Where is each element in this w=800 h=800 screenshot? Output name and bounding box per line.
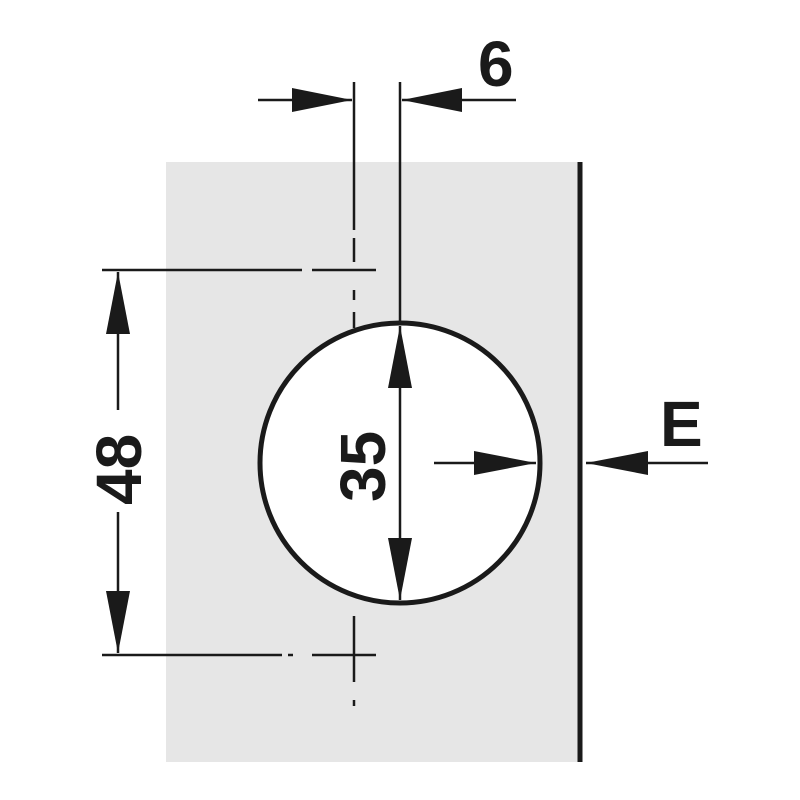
arrowhead-e-inner bbox=[474, 451, 536, 475]
arrowhead-35-bottom bbox=[388, 538, 412, 600]
arrowhead-6-left bbox=[292, 88, 352, 112]
dimension-label-e: E bbox=[660, 388, 703, 460]
dimension-label-48: 48 bbox=[83, 434, 155, 505]
arrowhead-6-right bbox=[402, 88, 462, 112]
dimension-label-6: 6 bbox=[478, 28, 514, 100]
arrowhead-e-outer bbox=[586, 451, 648, 475]
arrowhead-48-bottom bbox=[106, 591, 130, 653]
arrowhead-35-top bbox=[388, 326, 412, 388]
arrowhead-48-top bbox=[106, 272, 130, 334]
dimension-label-35: 35 bbox=[327, 431, 399, 502]
